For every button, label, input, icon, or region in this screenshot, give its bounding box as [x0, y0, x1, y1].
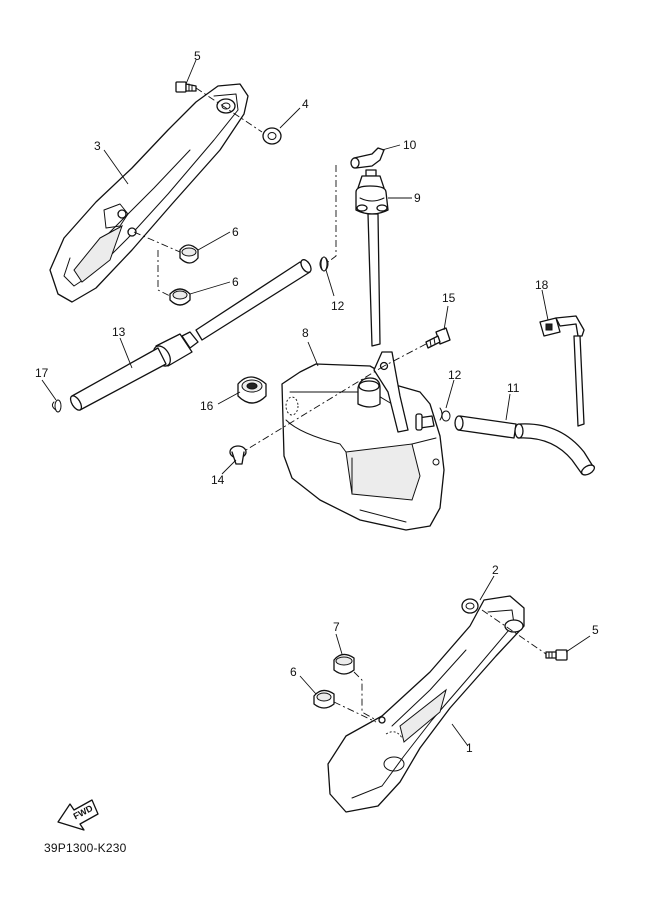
tank-cap — [355, 169, 389, 215]
label-12-lower: 12 — [448, 368, 462, 382]
breather-hose-13 — [69, 259, 312, 411]
label-1: 1 — [466, 741, 473, 755]
grommet-6-middle — [169, 288, 191, 306]
label-18: 18 — [535, 278, 549, 292]
bolt-15 — [425, 327, 451, 349]
grommet-4 — [262, 127, 282, 145]
label-8: 8 — [302, 326, 309, 340]
bolt-upper — [175, 81, 197, 93]
grommet-16 — [237, 376, 267, 404]
label-9: 9 — [414, 191, 421, 205]
leader-lines — [41, 59, 591, 747]
label-2: 2 — [492, 563, 499, 577]
catalog-code: 39P1300-K230 — [44, 841, 127, 855]
side-cover-lower — [327, 595, 525, 813]
label-6-lower: 6 — [290, 665, 297, 679]
grommet-6-upper — [179, 244, 199, 264]
hose-clip-17 — [51, 399, 62, 413]
label-3: 3 — [94, 139, 101, 153]
assembly-lines — [133, 87, 547, 723]
hose-clip-upper — [319, 256, 329, 272]
part-number-labels: 5 4 3 6 6 10 9 12 8 15 18 13 17 16 12 11… — [35, 49, 599, 755]
label-12-upper: 12 — [331, 299, 345, 313]
grommet-2 — [461, 598, 479, 614]
bracket-18 — [539, 315, 585, 427]
label-16: 16 — [200, 399, 214, 413]
label-13: 13 — [112, 325, 126, 339]
oil-tank — [281, 351, 445, 531]
side-cover-upper — [49, 83, 249, 303]
label-6-upper: 6 — [232, 225, 239, 239]
dipstick-tube — [367, 213, 381, 347]
grommet-7 — [333, 653, 355, 675]
fwd-arrow-icon: FWD — [57, 799, 99, 831]
label-7: 7 — [333, 620, 340, 634]
label-10: 10 — [403, 138, 417, 152]
hose-clip-lower — [439, 407, 451, 422]
collar-14 — [229, 445, 247, 465]
bolt-lower — [545, 649, 568, 661]
label-5-upper: 5 — [194, 49, 201, 63]
label-6-middle: 6 — [232, 275, 239, 289]
label-17: 17 — [35, 366, 49, 380]
breather-elbow — [350, 147, 385, 169]
label-5-lower: 5 — [592, 623, 599, 637]
label-15: 15 — [442, 291, 456, 305]
label-14: 14 — [211, 473, 225, 487]
label-4: 4 — [302, 97, 309, 111]
label-11: 11 — [507, 381, 520, 395]
hose-11 — [454, 415, 596, 476]
grommet-6-lower — [313, 689, 335, 709]
